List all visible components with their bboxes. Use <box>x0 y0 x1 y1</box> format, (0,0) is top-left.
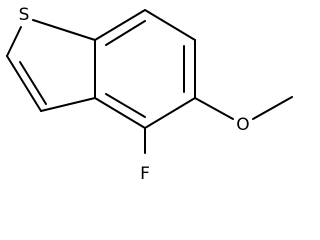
bond-s-c2 <box>6 26 22 57</box>
bond-c2-c3-inner <box>19 61 47 105</box>
bond-c3a-c4-inner <box>105 93 146 118</box>
bond-c5-o <box>194 97 234 120</box>
bond-c7-c7a-inner <box>105 20 146 46</box>
bond-c6-c7 <box>144 9 196 41</box>
oxygen-atom-label: O <box>236 115 249 135</box>
bond-o-ch3 <box>252 96 293 120</box>
bond-c4-c5 <box>144 97 196 129</box>
structure-diagram: S O F <box>6 5 293 184</box>
fluorine-atom-label: F <box>140 164 150 184</box>
sulfur-atom-label: S <box>19 5 30 25</box>
bond-c3a-c4 <box>94 97 146 129</box>
bond-c2-c3 <box>6 55 42 112</box>
bond-s-c7a <box>32 19 96 41</box>
bond-c3-c3a <box>40 97 96 112</box>
bond-c7-c7a <box>94 9 146 41</box>
